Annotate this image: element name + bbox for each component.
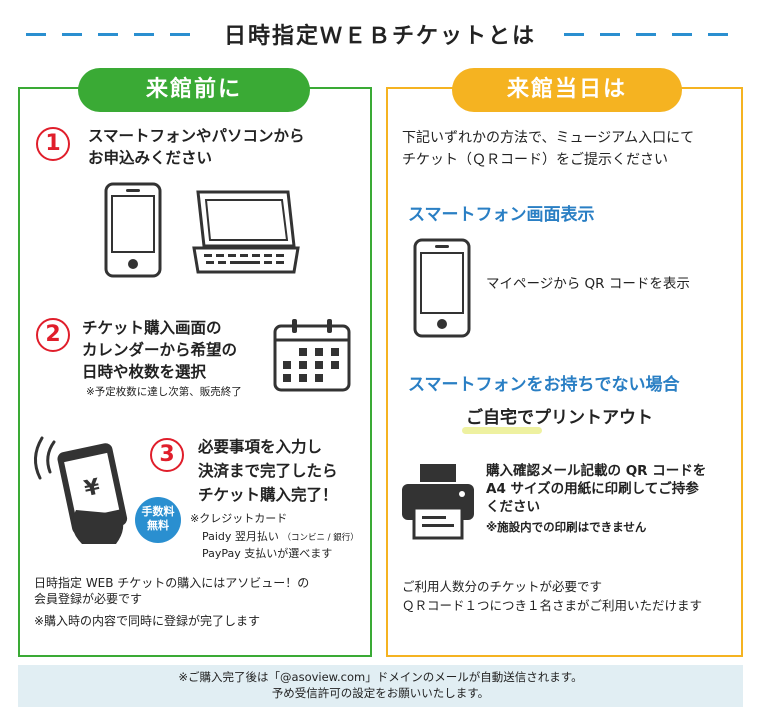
title-row: 日時指定ＷＥＢチケットとは	[0, 14, 760, 54]
print-line-1: 購入確認メール記載の QR コードを	[486, 463, 707, 479]
payment-paidy-sub: （コンビニ / 銀行）	[282, 533, 359, 543]
step-1-line-2: お申込みください	[88, 149, 213, 167]
smartphone-display-text: マイページから QR コードを表示	[486, 276, 690, 292]
footer-line-1: ※ご購入完了後は「@asoview.com」ドメインのメールが自動送信されます。	[178, 670, 583, 684]
print-highlight: ご自宅で	[466, 408, 534, 428]
step-1-number: 1	[36, 127, 70, 161]
print-line-3: ください	[486, 499, 540, 515]
step-3-number: 3	[150, 438, 184, 472]
print-line-2: A4 サイズの用紙に印刷してご持参	[486, 481, 699, 497]
step-3-line-2: 決済まで完了したら	[198, 462, 338, 480]
dash-decoration	[134, 33, 154, 36]
dash-decoration	[170, 33, 190, 36]
page-title: 日時指定ＷＥＢチケットとは	[0, 18, 760, 50]
registration-note: ※購入時の内容で同時に登録が完了します	[34, 614, 261, 628]
step-2-line-3: 日時や枚数を選択	[82, 363, 207, 381]
step-3-line-1: 必要事項を入力し	[198, 438, 323, 456]
printer-icon	[402, 464, 474, 540]
print-rest: プリントアウト	[534, 408, 653, 428]
payment-paidy: Paidy 翌月払い （コンビニ / 銀行）	[202, 530, 359, 545]
step-2-line-1: チケット購入画面の	[82, 319, 222, 337]
footer-line-2: 予め受信許可の設定をお願いいたします。	[271, 686, 490, 700]
dash-decoration	[600, 33, 620, 36]
dash-decoration	[62, 33, 82, 36]
ticket-count-note: ご利用人数分のチケットが必要です	[402, 579, 603, 594]
payment-credit-card: ※クレジットカード	[190, 512, 288, 525]
fee-free-badge: 手数料 無料	[135, 497, 181, 543]
print-heading: ご自宅でプリントアウト	[466, 406, 653, 430]
membership-note-line-2: 会員登録が必要です	[34, 592, 143, 606]
qr-per-person-note: ＱＲコード１つにつき１名さまがご利用いただけます	[402, 598, 703, 613]
phone-payment-icon: ¥	[34, 436, 128, 544]
before-visit-heading: 来館前に	[78, 68, 310, 112]
payment-paidy-label: Paidy 翌月払い	[202, 530, 279, 543]
payment-paypay: PayPay 支払いが選べます	[202, 547, 333, 560]
membership-note-line-1: 日時指定 WEB チケットの購入にはアソビュー！の	[34, 576, 310, 590]
email-notice-footer: ※ご購入完了後は「@asoview.com」ドメインのメールが自動送信されます。…	[18, 665, 743, 707]
step-2-number: 2	[36, 318, 70, 352]
smartphone-icon	[104, 182, 162, 278]
smartphone-display-heading: スマートフォン画面表示	[408, 205, 595, 225]
intro-line-2: チケット（ＱＲコード）をご提示ください	[402, 152, 668, 168]
calendar-icon	[273, 319, 351, 392]
step-3-line-3: チケット購入完了！	[198, 486, 338, 504]
no-smartphone-heading: スマートフォンをお持ちでない場合	[408, 375, 680, 395]
intro-line-1: 下記いずれかの方法で、ミュージアム入口にて	[402, 130, 695, 146]
badge-line-2: 無料	[147, 519, 169, 532]
dash-decoration	[26, 33, 46, 36]
step-2-line-2: カレンダーから希望の	[82, 341, 238, 359]
dash-decoration	[636, 33, 656, 36]
step-1-line-1: スマートフォンやパソコンから	[88, 127, 305, 145]
svg-text:¥: ¥	[82, 474, 103, 502]
dash-decoration	[672, 33, 692, 36]
laptop-icon	[192, 190, 300, 274]
dash-decoration	[564, 33, 584, 36]
step-2-note: ※予定枚数に達し次第、販売終了	[86, 386, 242, 398]
visit-day-heading: 来館当日は	[452, 68, 682, 112]
smartphone-icon	[413, 238, 471, 338]
print-note: ※施設内での印刷はできません	[486, 520, 647, 534]
dash-decoration	[98, 33, 118, 36]
highlight-mark	[462, 427, 542, 434]
badge-line-1: 手数料	[141, 505, 175, 518]
dash-decoration	[708, 33, 728, 36]
